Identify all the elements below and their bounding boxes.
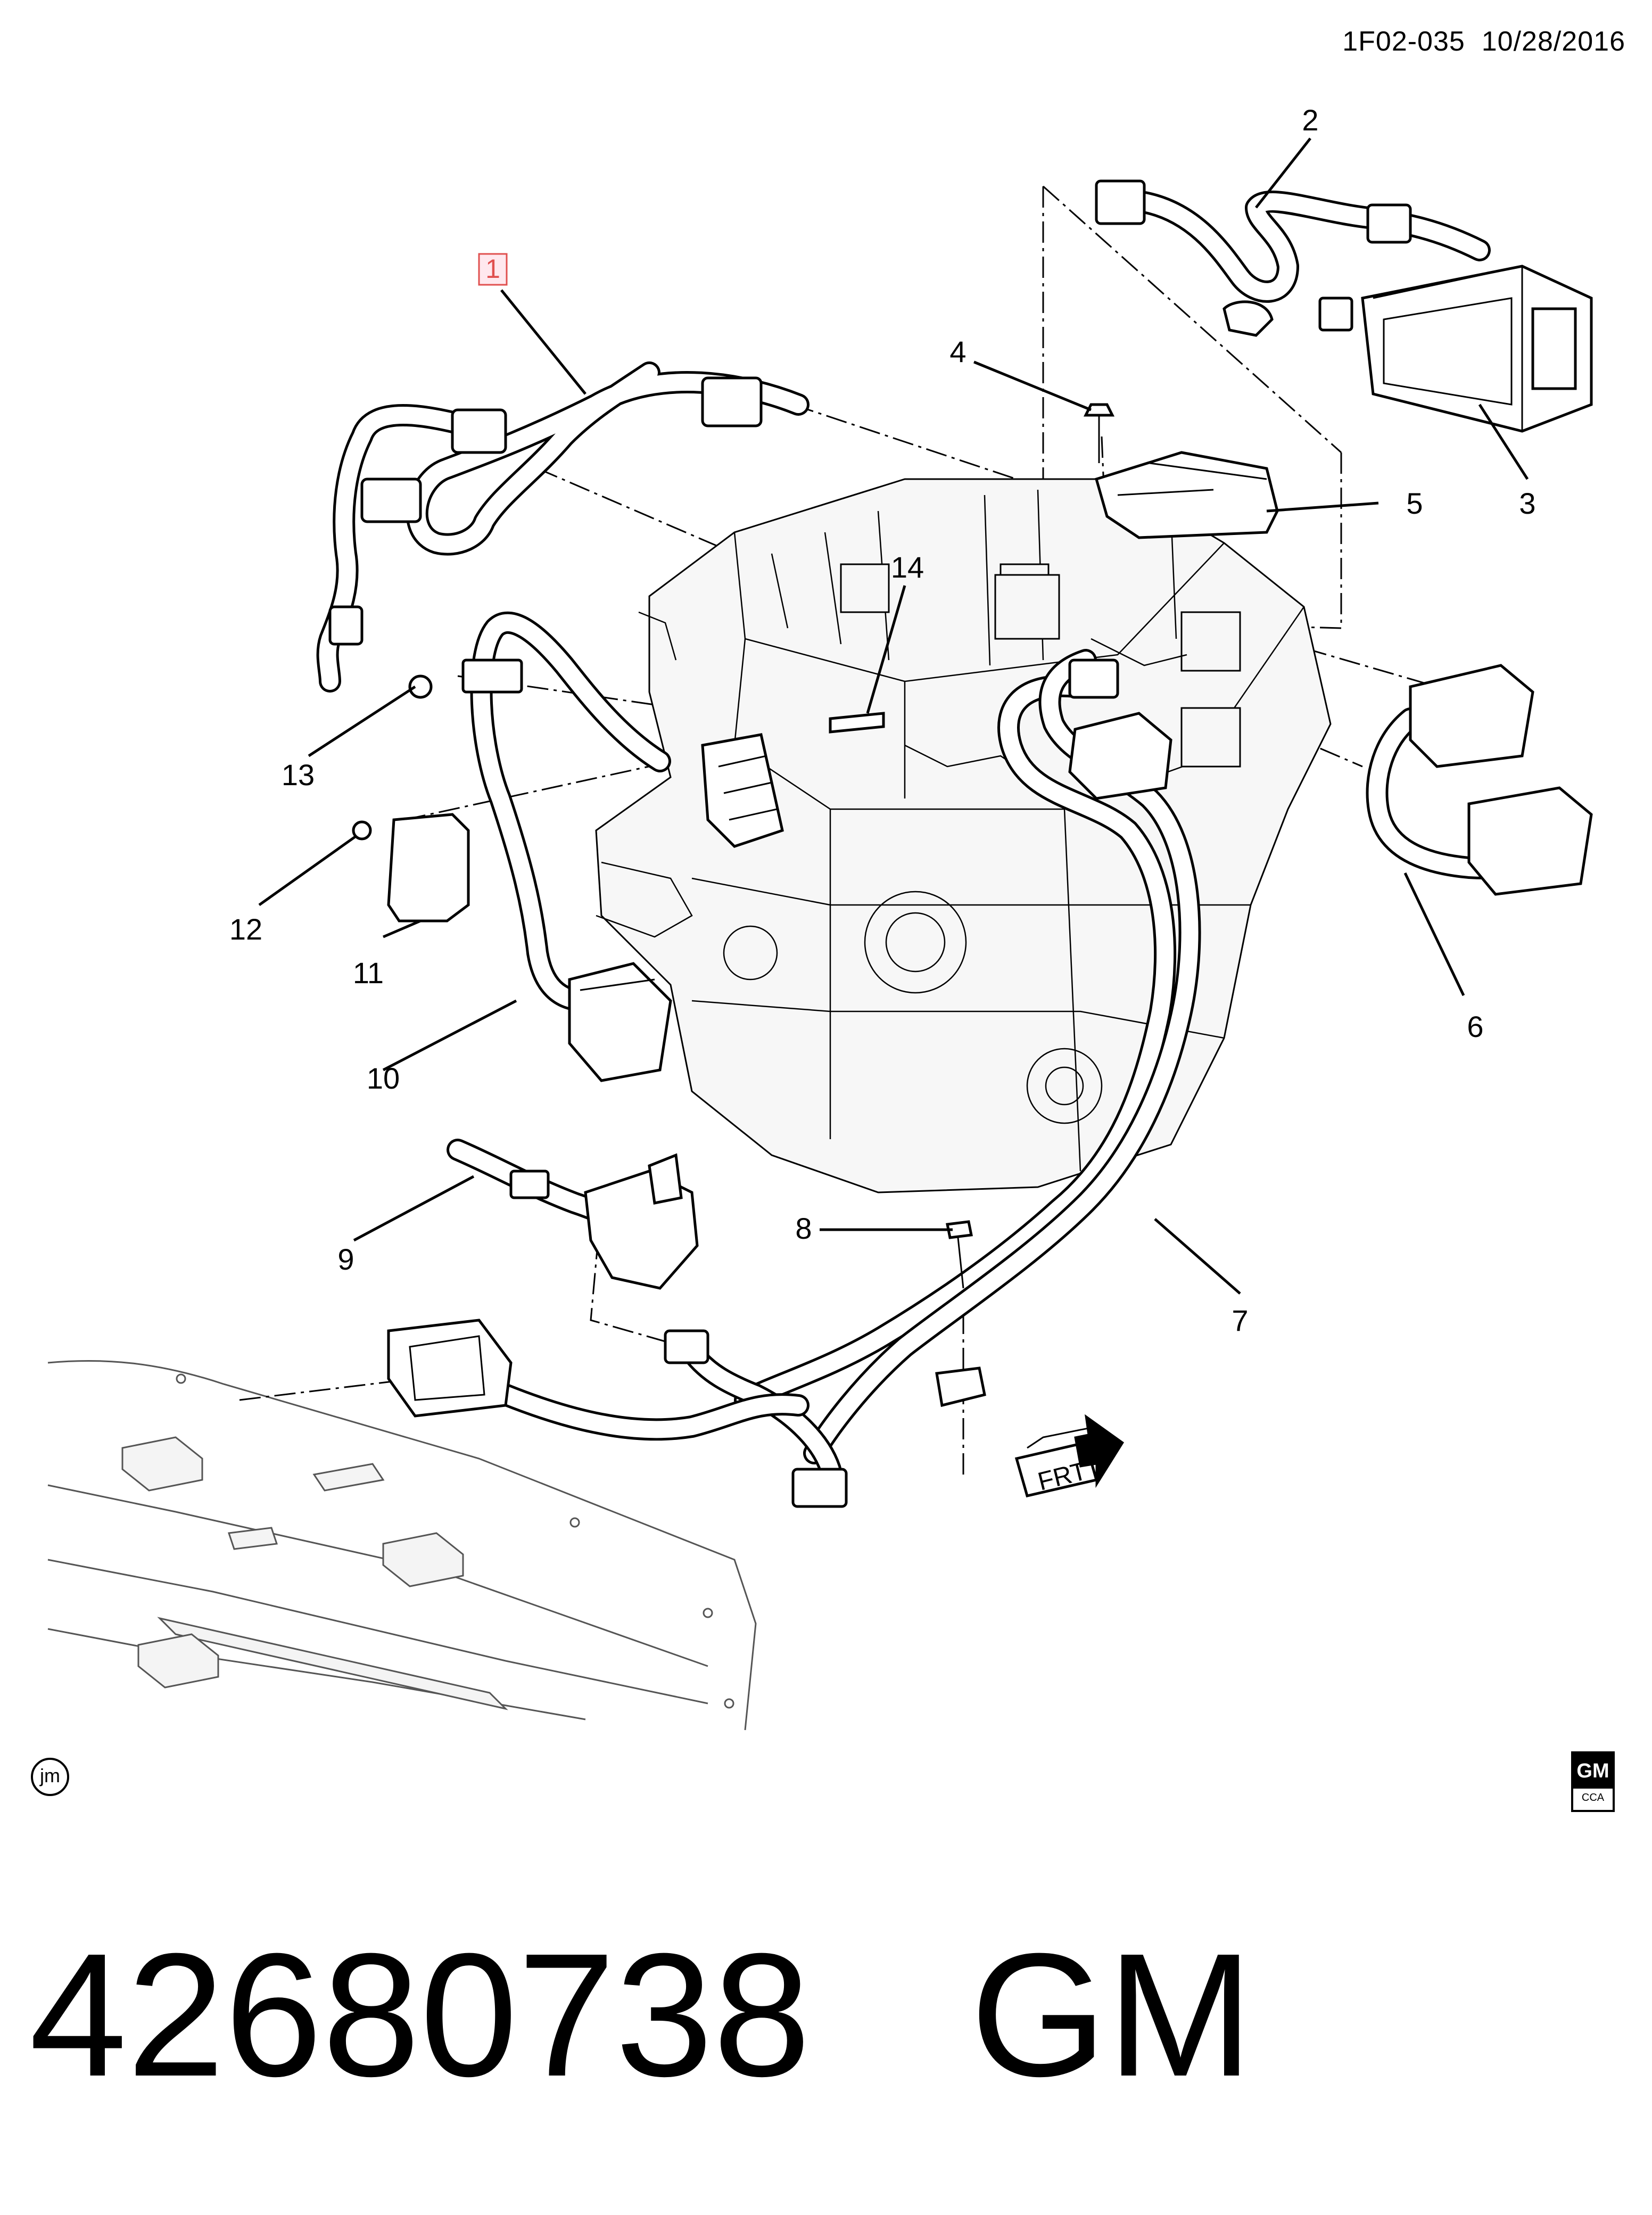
callout-1: 1 [478,253,508,286]
artist-initials-badge: jm [31,1758,69,1796]
drive-unit-illustration [595,478,1332,1193]
callout-13: 13 [282,758,315,792]
cover-part-5 [1094,451,1279,539]
callout-11: 11 [353,956,384,990]
callout-6: 6 [1467,1010,1483,1043]
callout-3: 3 [1519,487,1535,520]
brand-name: GM [970,1916,1253,2113]
gm-logo-badge: GM CCA [1571,1751,1615,1812]
front-direction-indicator: FRT [1014,1414,1125,1497]
callout-12: 12 [229,912,262,946]
part-number: 42680738 [29,1916,811,2113]
bolt-part-4 [1083,403,1115,463]
callout-8: 8 [795,1212,812,1245]
harness-part-7 [387,649,1201,1508]
callout-5: 5 [1406,487,1423,520]
exploded-parts-diagram: 1 2 3 4 5 6 7 8 9 10 11 12 13 14 FRT [47,103,1593,1731]
callout-2: 2 [1302,103,1318,137]
cover-part-11 [387,813,470,923]
illustration-header: 1F02-035 10/28/2016 [1342,26,1625,57]
callout-4: 4 [949,335,966,368]
callout-1-label: 1 [485,254,500,284]
illustration-code: 1F02-035 [1342,26,1465,57]
harness-part-9 [447,1139,699,1290]
harness-part-1 [316,361,810,693]
illustration-date: 10/28/2016 [1481,26,1625,57]
nut-part-13 [408,674,433,699]
cca-text: CCA [1581,1792,1605,1804]
harness-part-6 [1366,664,1593,896]
callout-9: 9 [337,1242,354,1276]
artist-initials: jm [40,1765,60,1786]
callout-7: 7 [1232,1304,1248,1337]
bolt-part-8 [946,1220,973,1289]
module-harness-part-2 [1095,179,1491,337]
leader-lines [258,137,1529,1295]
battery-tray-illustration [47,1360,757,1731]
stud-part-14 [829,712,885,734]
control-module-part-3 [1318,265,1593,433]
nut-part-12 [352,820,372,841]
callout-10: 10 [367,1061,400,1095]
harness-part-10 [461,611,784,1082]
gm-logo-text: GM [1573,1753,1613,1789]
callout-14: 14 [891,550,924,584]
arrow-right-icon [1074,1414,1125,1488]
